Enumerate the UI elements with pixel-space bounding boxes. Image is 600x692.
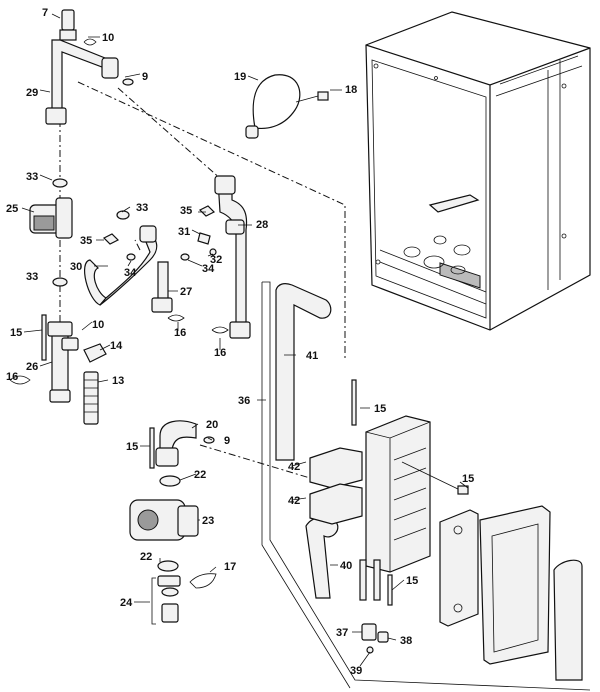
callout-33: 33 (26, 171, 38, 183)
callout-33: 33 (136, 202, 148, 214)
leader-lines (21, 13, 469, 667)
callout-9: 9 (224, 435, 230, 447)
callout-41: 41 (306, 350, 318, 362)
callout-25: 25 (6, 203, 18, 215)
callout-27: 27 (180, 286, 192, 298)
callout-34: 34 (124, 267, 137, 279)
callout-15: 15 (462, 473, 474, 485)
callout-28: 28 (256, 219, 268, 231)
callout-42: 42 (288, 461, 300, 473)
callout-32: 32 (210, 254, 222, 266)
callout-31: 31 (178, 226, 190, 238)
callout-10: 10 (102, 32, 114, 44)
callout-23: 23 (202, 515, 214, 527)
callout-15: 15 (406, 575, 418, 587)
callout-42: 42 (288, 495, 300, 507)
callout-26: 26 (26, 361, 38, 373)
callout-39: 39 (350, 665, 362, 677)
callout-15: 15 (126, 441, 138, 453)
callout-10: 10 (92, 319, 104, 331)
callout-18: 18 (345, 84, 357, 96)
callout-29: 29 (26, 87, 38, 99)
heat-exchanger-group (261, 281, 591, 691)
callout-22: 22 (140, 551, 152, 563)
callout-30: 30 (70, 261, 82, 273)
callout-20: 20 (206, 419, 218, 431)
callout-33: 33 (26, 271, 38, 283)
callout-17: 17 (224, 561, 236, 573)
pump-group (129, 420, 217, 625)
callout-9: 9 (142, 71, 148, 83)
callout-16: 16 (6, 371, 18, 383)
callout-38: 38 (400, 635, 412, 647)
callout-15: 15 (10, 327, 22, 339)
callout-19: 19 (234, 71, 246, 83)
callout-14: 14 (110, 340, 123, 352)
callout-16: 16 (174, 327, 186, 339)
callout-13: 13 (112, 375, 124, 387)
callout-22: 22 (194, 469, 206, 481)
callout-40: 40 (340, 560, 352, 572)
callout-16: 16 (214, 347, 226, 359)
callout-7: 7 (42, 7, 48, 19)
boiler-casing (365, 11, 591, 331)
left-pipework (9, 9, 251, 425)
callout-24: 24 (120, 597, 133, 609)
callout-35: 35 (180, 205, 192, 217)
callout-37: 37 (336, 627, 348, 639)
callout-34: 34 (202, 263, 215, 275)
sensor-cable (245, 74, 329, 139)
connection-lines (59, 81, 351, 491)
callout-35: 35 (80, 235, 92, 247)
callout-36: 36 (238, 395, 250, 407)
callout-labels: 7 10 9 19 18 29 33 33 33 25 35 35 28 31 … (6, 7, 474, 677)
callout-15: 15 (374, 403, 386, 415)
